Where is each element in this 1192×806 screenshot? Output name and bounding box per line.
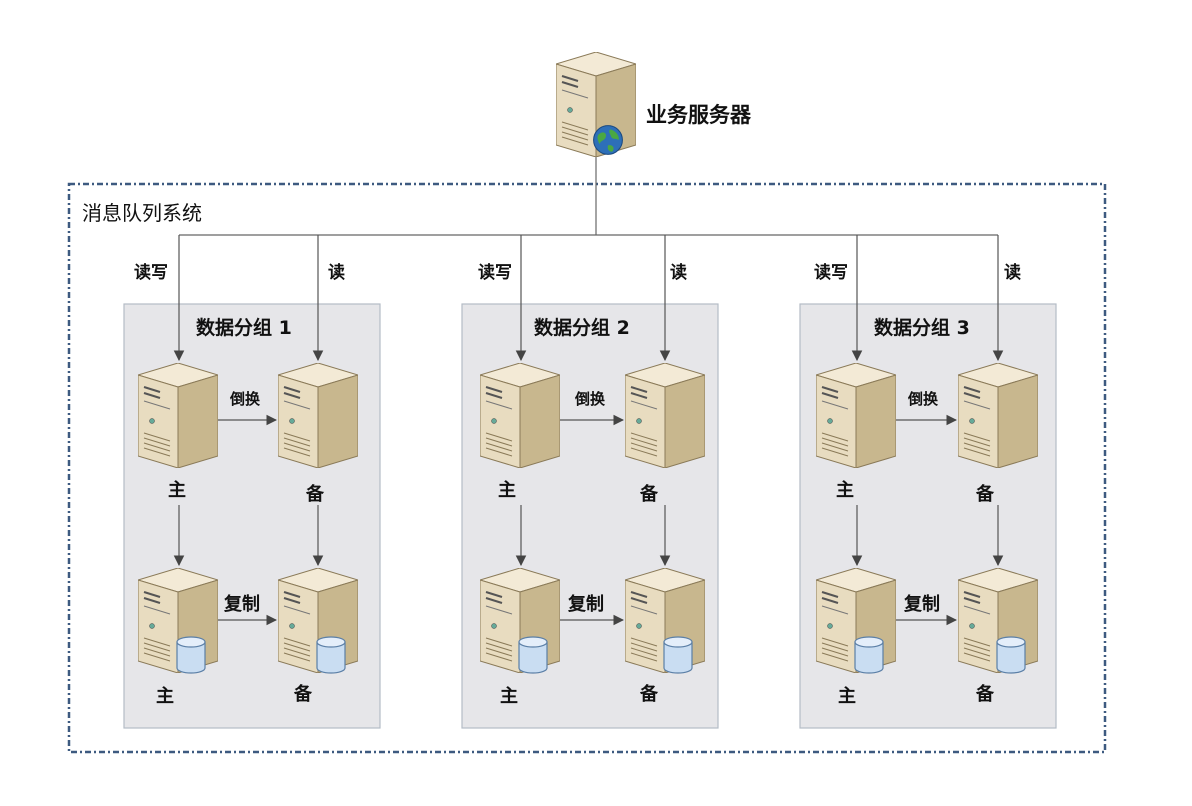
- standby-server-icon: [278, 363, 358, 468]
- database-icon: [316, 636, 346, 674]
- data-group-2: 数据分组 2 读写 读 倒换 主 备 复制 主 备: [461, 235, 719, 729]
- read-label: 读: [328, 262, 345, 283]
- failover-label: 倒换: [229, 390, 261, 408]
- read-label: 读: [670, 262, 687, 283]
- group-title: 数据分组 2: [534, 316, 630, 339]
- database-icon: [176, 636, 206, 674]
- read-write-label: 读写: [478, 262, 512, 283]
- group-title: 数据分组 3: [874, 316, 970, 339]
- standby-label: 备: [305, 483, 325, 505]
- replicate-label: 复制: [903, 593, 940, 615]
- business-server-label: 业务服务器: [646, 103, 752, 127]
- business-server: 业务服务器: [556, 52, 752, 157]
- standby-server-icon: [625, 363, 705, 468]
- storage-standby-label: 备: [293, 683, 313, 705]
- storage-primary-label: 主: [500, 685, 518, 707]
- storage-standby-label: 备: [639, 683, 659, 705]
- storage-standby-label: 备: [975, 683, 995, 705]
- replicate-label: 复制: [567, 593, 604, 615]
- database-icon: [663, 636, 693, 674]
- data-group-3: 数据分组 3 读写 读 倒换 主 备 复制 主 备: [799, 235, 1057, 729]
- data-group-1: 数据分组 1 读写 读 倒换 主 备 复制 主 备: [123, 235, 381, 729]
- storage-primary-label: 主: [838, 685, 856, 707]
- standby-server-icon: [958, 363, 1038, 468]
- primary-server-icon: [816, 363, 896, 468]
- database-icon: [854, 636, 884, 674]
- read-write-label: 读写: [814, 262, 848, 283]
- database-icon: [996, 636, 1026, 674]
- primary-label: 主: [836, 479, 854, 501]
- primary-server-icon: [480, 363, 560, 468]
- standby-label: 备: [975, 483, 995, 505]
- database-icon: [518, 636, 548, 674]
- storage-primary-label: 主: [156, 685, 174, 707]
- primary-server-icon: [138, 363, 218, 468]
- failover-label: 倒换: [907, 390, 939, 408]
- group-title: 数据分组 1: [196, 316, 292, 339]
- mq-system-boundary: [67, 182, 1107, 754]
- connection-lines: [179, 157, 998, 236]
- standby-label: 备: [639, 483, 659, 505]
- primary-label: 主: [498, 479, 516, 501]
- primary-label: 主: [168, 479, 186, 501]
- read-label: 读: [1004, 262, 1021, 283]
- read-write-label: 读写: [134, 262, 168, 283]
- replicate-label: 复制: [223, 593, 260, 615]
- failover-label: 倒换: [574, 390, 606, 408]
- globe-icon: [593, 125, 623, 155]
- mq-system-label: 消息队列系统: [82, 201, 202, 225]
